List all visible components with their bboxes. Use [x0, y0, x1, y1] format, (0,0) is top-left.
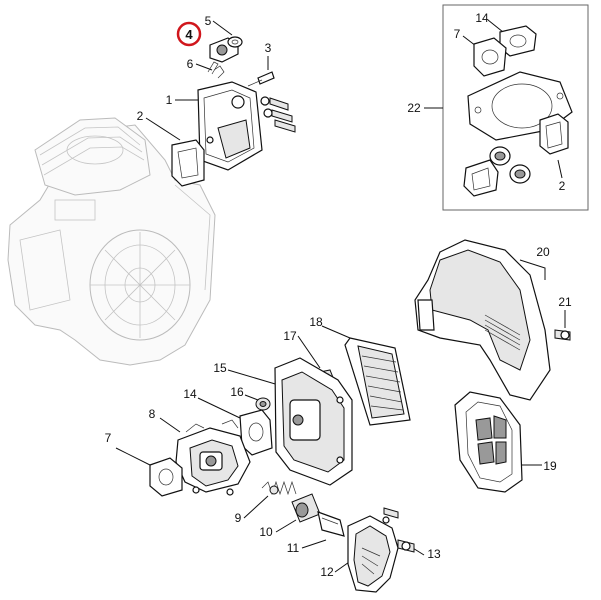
callout-label-4: 4 — [185, 27, 193, 42]
leader-line-17 — [297, 335, 321, 369]
part-20-filter-cover — [414, 239, 551, 401]
part-3-screw — [247, 71, 275, 87]
part-16-grommet — [255, 397, 271, 411]
part-18-air-filter — [344, 337, 411, 426]
part-3-screws-lower — [260, 96, 296, 133]
callout-label-8: 8 — [149, 407, 156, 421]
part-19-filter-seal — [454, 391, 523, 493]
inset-label-14: 14 — [475, 11, 489, 25]
inset-label-2: 2 — [559, 179, 566, 193]
callout-label-1: 1 — [166, 93, 173, 107]
leader-line-18 — [321, 325, 351, 339]
part-13-screw — [383, 507, 415, 553]
leader-line-15 — [227, 369, 283, 387]
callout-label-10: 10 — [259, 525, 273, 539]
leader-line-6 — [195, 63, 213, 71]
leader-line-16 — [244, 394, 259, 401]
part-15-air-box — [274, 357, 353, 486]
callout-label-16: 16 — [230, 385, 244, 399]
part-12-handle-housing — [347, 515, 399, 593]
callout-label-5: 5 — [205, 14, 212, 28]
leader-line-10 — [275, 519, 297, 533]
callout-label-20: 20 — [536, 245, 550, 259]
leader-line-5 — [212, 20, 233, 36]
engine-crankcase-illustration — [7, 117, 216, 366]
part-1-intake-flange — [197, 81, 263, 171]
callout-label-14: 14 — [183, 387, 197, 401]
part-11-connector — [317, 511, 345, 537]
callout-label-18: 18 — [309, 315, 323, 329]
callout-label-12: 12 — [320, 565, 334, 579]
leader-line-20 — [519, 259, 546, 280]
callout-label-19: 19 — [543, 459, 557, 473]
part-2-gasket — [171, 139, 205, 187]
highlight-ring — [176, 21, 202, 47]
part-7-gasket — [149, 457, 183, 497]
inset-label-22: 22 — [407, 101, 421, 115]
leader-line-8 — [159, 417, 181, 433]
callout-label-6: 6 — [187, 57, 194, 71]
leader-line-2 — [145, 117, 181, 141]
highlighted-part-4-callout[interactable]: 4 — [176, 21, 202, 47]
callout-label-3: 3 — [265, 41, 272, 55]
leader-line-14 — [197, 397, 241, 419]
callout-label-7: 7 — [105, 431, 112, 445]
part-5-washer — [227, 36, 243, 48]
callout-label-21: 21 — [558, 295, 572, 309]
leader-line-11 — [301, 539, 327, 549]
gasket-set-inset: 14 7 22 2 — [407, 4, 589, 211]
callout-label-15: 15 — [213, 361, 227, 375]
callout-label-9: 9 — [235, 511, 242, 525]
inset-label-7: 7 — [454, 27, 461, 41]
callout-label-13: 13 — [427, 547, 441, 561]
part-6-clip — [207, 61, 225, 79]
part-10-sleeve — [291, 493, 321, 523]
callout-label-2: 2 — [137, 109, 144, 123]
part-9-spring — [261, 480, 297, 496]
leader-line-7 — [115, 447, 151, 466]
part-21-screw — [554, 329, 571, 341]
part-8-carburetor — [175, 419, 251, 496]
callout-label-11: 11 — [287, 541, 300, 555]
callout-label-17: 17 — [283, 329, 297, 343]
inset-leader-2 — [557, 159, 563, 179]
leader-line-9 — [243, 495, 269, 519]
